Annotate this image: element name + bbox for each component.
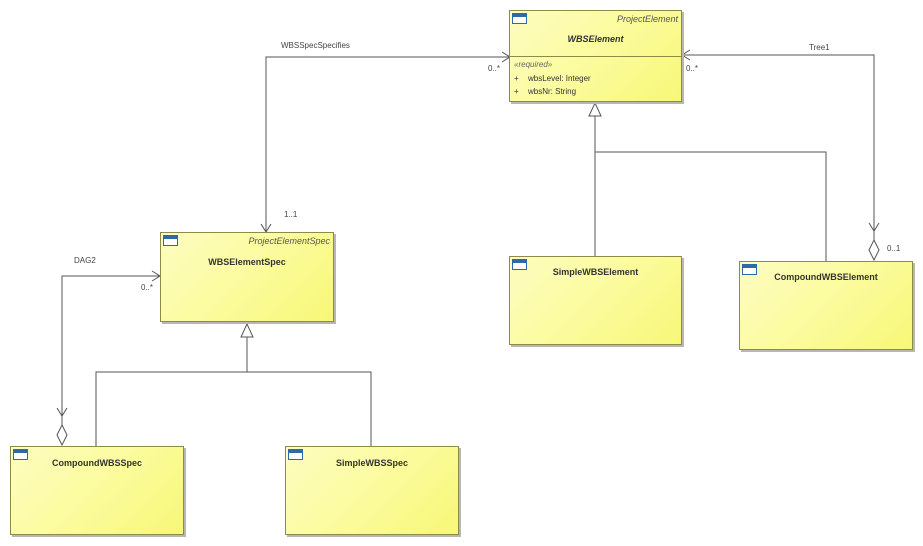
class-divider [510, 56, 681, 57]
attribute-compartment: «required» + wbsLevel: Integer + wbsNr: St… [514, 60, 591, 98]
tree1-label: Tree1 [809, 43, 830, 52]
generalization-triangle-wbs-element-spec [240, 322, 254, 338]
attribute-text: wbsNr: String [528, 87, 577, 96]
wbsspecspecifies-connector[interactable] [265, 56, 510, 232]
class-name: SimpleWBSSpec [335, 458, 409, 468]
tree1-aggregation-diamond [868, 238, 880, 262]
class-name: CompoundWBSSpec [52, 458, 142, 468]
tree1-source-multiplicity: 0..1 [887, 244, 901, 253]
dag2-aggregation-diamond [56, 423, 68, 447]
class-icon [512, 259, 527, 270]
class-name: WBSElementSpec [208, 257, 286, 267]
dag2-target-multiplicity: 0..* [141, 283, 154, 292]
wbsspecspecifies-source-multiplicity: 1..1 [284, 210, 298, 219]
class-wbs-element-spec[interactable]: ProjectElementSpec WBSElementSpec [160, 232, 334, 322]
dag2-connector[interactable] [61, 275, 160, 425]
attribute-visibility: + [514, 87, 519, 96]
generalization-compound-wbs-element[interactable] [595, 151, 827, 262]
attribute-visibility: + [514, 74, 519, 83]
attribute-row[interactable]: + wbsNr: String [514, 85, 591, 98]
tree1-source-arrowhead [868, 222, 880, 232]
class-name: CompoundWBSElement [774, 272, 878, 282]
class-stereotype: ProjectElement [616, 14, 678, 24]
class-icon [512, 13, 527, 24]
class-icon [288, 449, 303, 460]
generalization-triangle-wbs-element [588, 101, 602, 117]
generalization-simple-wbs-spec[interactable] [247, 371, 372, 446]
wbsspecspecifies-target-multiplicity: 0..* [488, 64, 501, 73]
dag2-label: DAG2 [74, 256, 96, 265]
tree1-connector[interactable] [682, 54, 875, 240]
class-icon [13, 449, 28, 460]
class-simple-wbs-spec[interactable]: SimpleWBSSpec [285, 446, 459, 535]
generalization-compound-wbs-spec[interactable] [95, 337, 248, 446]
dag2-source-arrowhead [56, 407, 68, 417]
class-wbs-element[interactable]: ProjectElement WBSElement «required» + wb… [509, 10, 682, 102]
class-icon [742, 264, 757, 275]
class-compound-wbs-element[interactable]: CompoundWBSElement [739, 261, 913, 350]
attribute-row[interactable]: + wbsLevel: Integer [514, 72, 591, 85]
wbsspecspecifies-label: WBSSpecSpecifies [281, 41, 350, 50]
class-simple-wbs-element[interactable]: SimpleWBSElement [509, 256, 682, 345]
class-name: SimpleWBSElement [552, 267, 639, 277]
tree1-target-multiplicity: 0..* [686, 64, 699, 73]
class-stereotype: ProjectElementSpec [248, 236, 330, 246]
tree1-arrowhead [681, 49, 691, 61]
class-name: WBSElement [567, 34, 624, 44]
attribute-text: wbsLevel: Integer [528, 74, 591, 83]
required-tag: «required» [514, 60, 553, 69]
class-icon [163, 235, 178, 246]
class-compound-wbs-spec[interactable]: CompoundWBSSpec [10, 446, 184, 535]
